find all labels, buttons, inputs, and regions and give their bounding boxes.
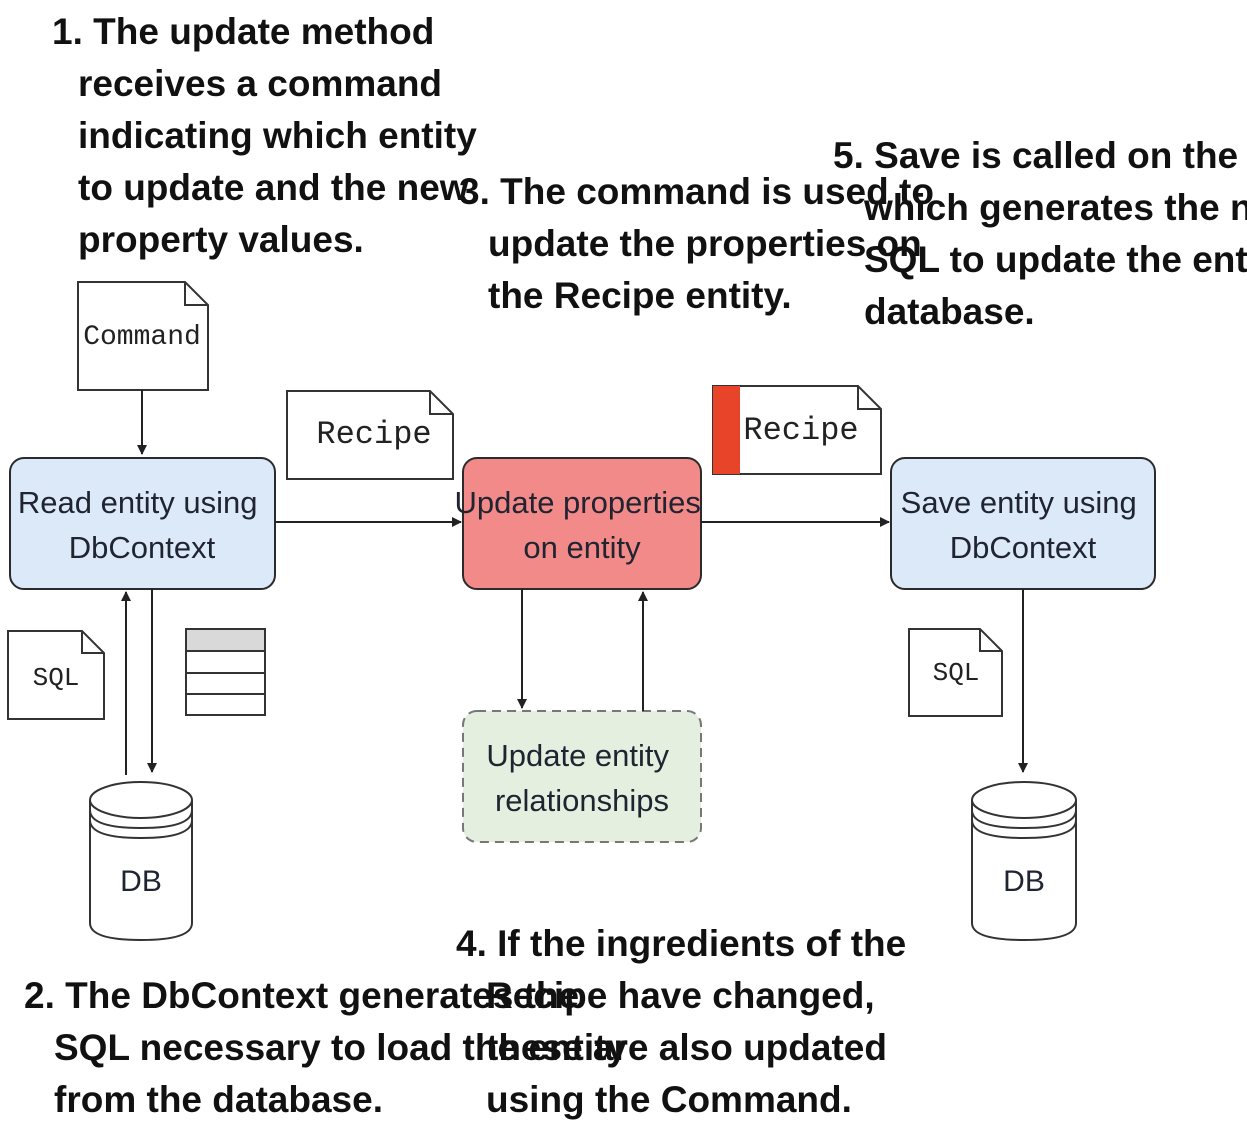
sql-document-save-icon: SQL <box>908 628 1003 717</box>
sql-document-save-label: SQL <box>933 658 980 688</box>
save-entity-box: Save entity using DbContext <box>890 457 1156 590</box>
table-rows-icon <box>185 628 266 716</box>
svg-text:Read entity using DbCont: Read entity using DbContext <box>18 485 266 565</box>
svg-text:Update entity relationsh: Update entity relationships <box>486 738 677 818</box>
sql-document-read-label: SQL <box>33 663 80 693</box>
note-step-5: 5. Save is called on the DbContext, whic… <box>833 135 1247 332</box>
recipe-document-out-icon: Recipe <box>712 385 882 475</box>
note-step-1: 1. The update method receives a command … <box>52 11 487 260</box>
recipe-document-out-label: Recipe <box>743 412 858 449</box>
note-step-3: 3. The command is used to update the pro… <box>459 171 944 316</box>
svg-text:Update properties on ent: Update properties on entity <box>454 485 709 565</box>
update-relationships-box: Update entity relationships <box>462 710 702 843</box>
sql-document-read-icon: SQL <box>7 630 105 720</box>
read-entity-box: Read entity using DbContext <box>9 457 276 590</box>
command-document-label: Command <box>83 322 201 353</box>
database-right-label: DB <box>1003 865 1045 898</box>
recipe-document-in-icon: Recipe <box>286 390 454 480</box>
note-step-4: 4. If the ingredients of the Recipe have… <box>456 923 916 1120</box>
database-right-icon: DB <box>971 781 1077 942</box>
database-left-label: DB <box>120 865 162 898</box>
modified-marker <box>713 386 740 474</box>
recipe-document-in-label: Recipe <box>316 416 431 453</box>
database-left-icon: DB <box>89 781 193 942</box>
update-properties-box: Update properties on entity <box>454 457 709 590</box>
note-step-2: 2. The DbContext generates the SQL neces… <box>24 975 637 1120</box>
svg-text:Save entity using DbCont: Save entity using DbContext <box>901 485 1146 565</box>
command-document-icon: Command <box>77 281 209 391</box>
